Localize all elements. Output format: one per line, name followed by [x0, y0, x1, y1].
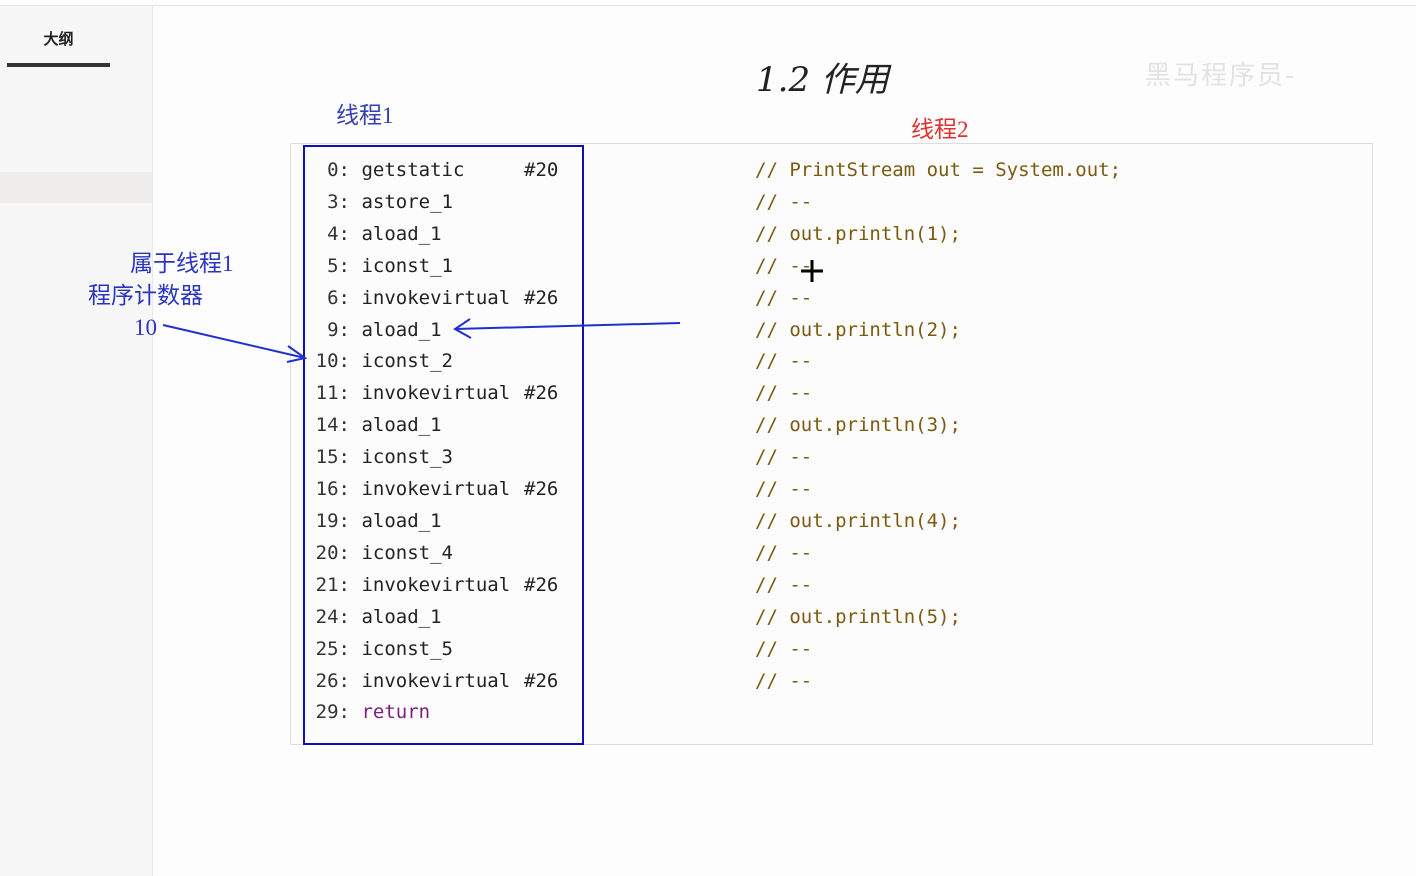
bytecode-row: 10: iconst_2 [310, 346, 510, 378]
bytecode-row: 16: invokevirtual #26 [310, 474, 559, 506]
opcode: aload_1 [361, 509, 442, 532]
opcode: aload_1 [361, 605, 442, 628]
offset: 26: [315, 669, 350, 692]
annotation-value: 10 [134, 315, 157, 340]
bytecode-row: 14: aload_1 [310, 410, 510, 442]
bytecode-row: 24: aload_1 [310, 602, 510, 634]
offset: 10: [315, 350, 350, 373]
offset: 25: [315, 637, 350, 660]
comment-row: // out.println(5); [755, 605, 961, 628]
bytecode-row: 11: invokevirtual #26 [310, 378, 559, 410]
opcode: invokevirtual [361, 286, 511, 309]
opcode: invokevirtual [361, 669, 511, 692]
thread2-label: 线程2 [911, 117, 969, 142]
comment-row: // -- [755, 382, 813, 405]
comment-row: // -- [755, 478, 813, 501]
tab-active-indicator [7, 63, 110, 67]
thread1-label: 线程1 [336, 103, 394, 128]
top-divider [0, 5, 1416, 6]
offset: 29: [315, 701, 350, 724]
comment-row: // PrintStream out = System.out; [755, 159, 1122, 181]
operand: #26 [524, 286, 559, 309]
bytecode-row: 5: iconst_1 [310, 251, 510, 283]
operand: #26 [524, 382, 559, 405]
operand: #26 [524, 669, 559, 692]
offset: 19: [315, 509, 350, 532]
bytecode-row: 3: astore_1 [310, 187, 510, 219]
bytecode-row: 25: iconst_5 [310, 634, 510, 666]
comment-row: // out.println(4); [755, 509, 961, 532]
opcode: iconst_1 [361, 254, 453, 277]
offset: 3: [327, 190, 350, 213]
comment-row: // out.println(3); [755, 414, 961, 437]
bytecode-row: 29: return [310, 697, 510, 729]
comment-row: // -- [755, 446, 813, 469]
bytecode-row: 21: invokevirtual #26 [310, 570, 559, 602]
page-title: 1.2 作用 [756, 60, 889, 100]
bytecode-row: 9: aload_1 [310, 315, 510, 347]
code-block [290, 143, 1373, 745]
bytecode-row: 19: aload_1 [310, 506, 510, 538]
offset: 16: [315, 478, 350, 501]
comment-row: // -- [755, 541, 813, 564]
bytecode-row: 6: invokevirtual #26 [310, 283, 558, 315]
comment-row: // -- [755, 190, 813, 213]
offset: 4: [327, 222, 350, 245]
comment-row: // -- [755, 637, 813, 660]
comment-row: // -- [755, 350, 813, 373]
offset: 15: [315, 446, 350, 469]
opcode: aload_1 [361, 222, 442, 245]
offset: 9: [327, 318, 350, 341]
opcode: return [361, 701, 431, 724]
offset: 20: [315, 541, 350, 564]
opcode: iconst_2 [361, 350, 453, 373]
opcode: iconst_5 [361, 637, 453, 660]
opcode: invokevirtual [361, 478, 511, 501]
opcode: aload_1 [361, 414, 442, 437]
sidebar: 大纲 [0, 6, 153, 876]
opcode: invokevirtual [361, 573, 511, 596]
comment-row: // out.println(2); [755, 318, 961, 341]
comment-row: // -- [755, 286, 813, 309]
bytecode-row: 0: getstatic #20 [310, 155, 558, 187]
sidebar-highlight-row[interactable] [0, 172, 152, 203]
comment-row: // -- [755, 669, 813, 692]
opcode: aload_1 [361, 318, 442, 341]
operand: #20 [524, 159, 559, 181]
opcode: iconst_4 [361, 541, 453, 564]
comment-row: // out.println(1); [755, 222, 961, 245]
operand: #26 [524, 478, 559, 501]
offset: 6: [327, 286, 350, 309]
arrow-to-line-10 [162, 324, 308, 363]
annotation-line2: 程序计数器 [88, 283, 203, 308]
bytecode-row: 4: aload_1 [310, 219, 510, 251]
offset: 14: [315, 414, 350, 437]
comment-row: // -- [755, 573, 813, 596]
bytecode-row: 26: invokevirtual #26 [310, 666, 559, 698]
opcode: getstatic [361, 159, 465, 181]
operand: #26 [524, 573, 559, 596]
arrow-to-line-9 [453, 318, 681, 339]
annotation-line1: 属于线程1 [130, 251, 234, 276]
tab-outline[interactable]: 大纲 [43, 30, 74, 48]
bytecode-row: 20: iconst_4 [310, 538, 510, 570]
offset: 0: [327, 159, 350, 181]
opcode: iconst_3 [361, 446, 453, 469]
offset: 24: [315, 605, 350, 628]
cursor-icon [801, 260, 823, 282]
offset: 21: [315, 573, 350, 596]
bytecode-row: 15: iconst_3 [310, 442, 510, 474]
opcode: astore_1 [361, 190, 453, 213]
offset: 11: [315, 382, 350, 405]
watermark: 黑马程序员- [1145, 61, 1297, 91]
opcode: invokevirtual [361, 382, 511, 405]
comment-list: // PrintStream out = System.out; // -- // … [755, 155, 1121, 697]
thread1-box [303, 145, 584, 745]
offset: 5: [327, 254, 350, 277]
